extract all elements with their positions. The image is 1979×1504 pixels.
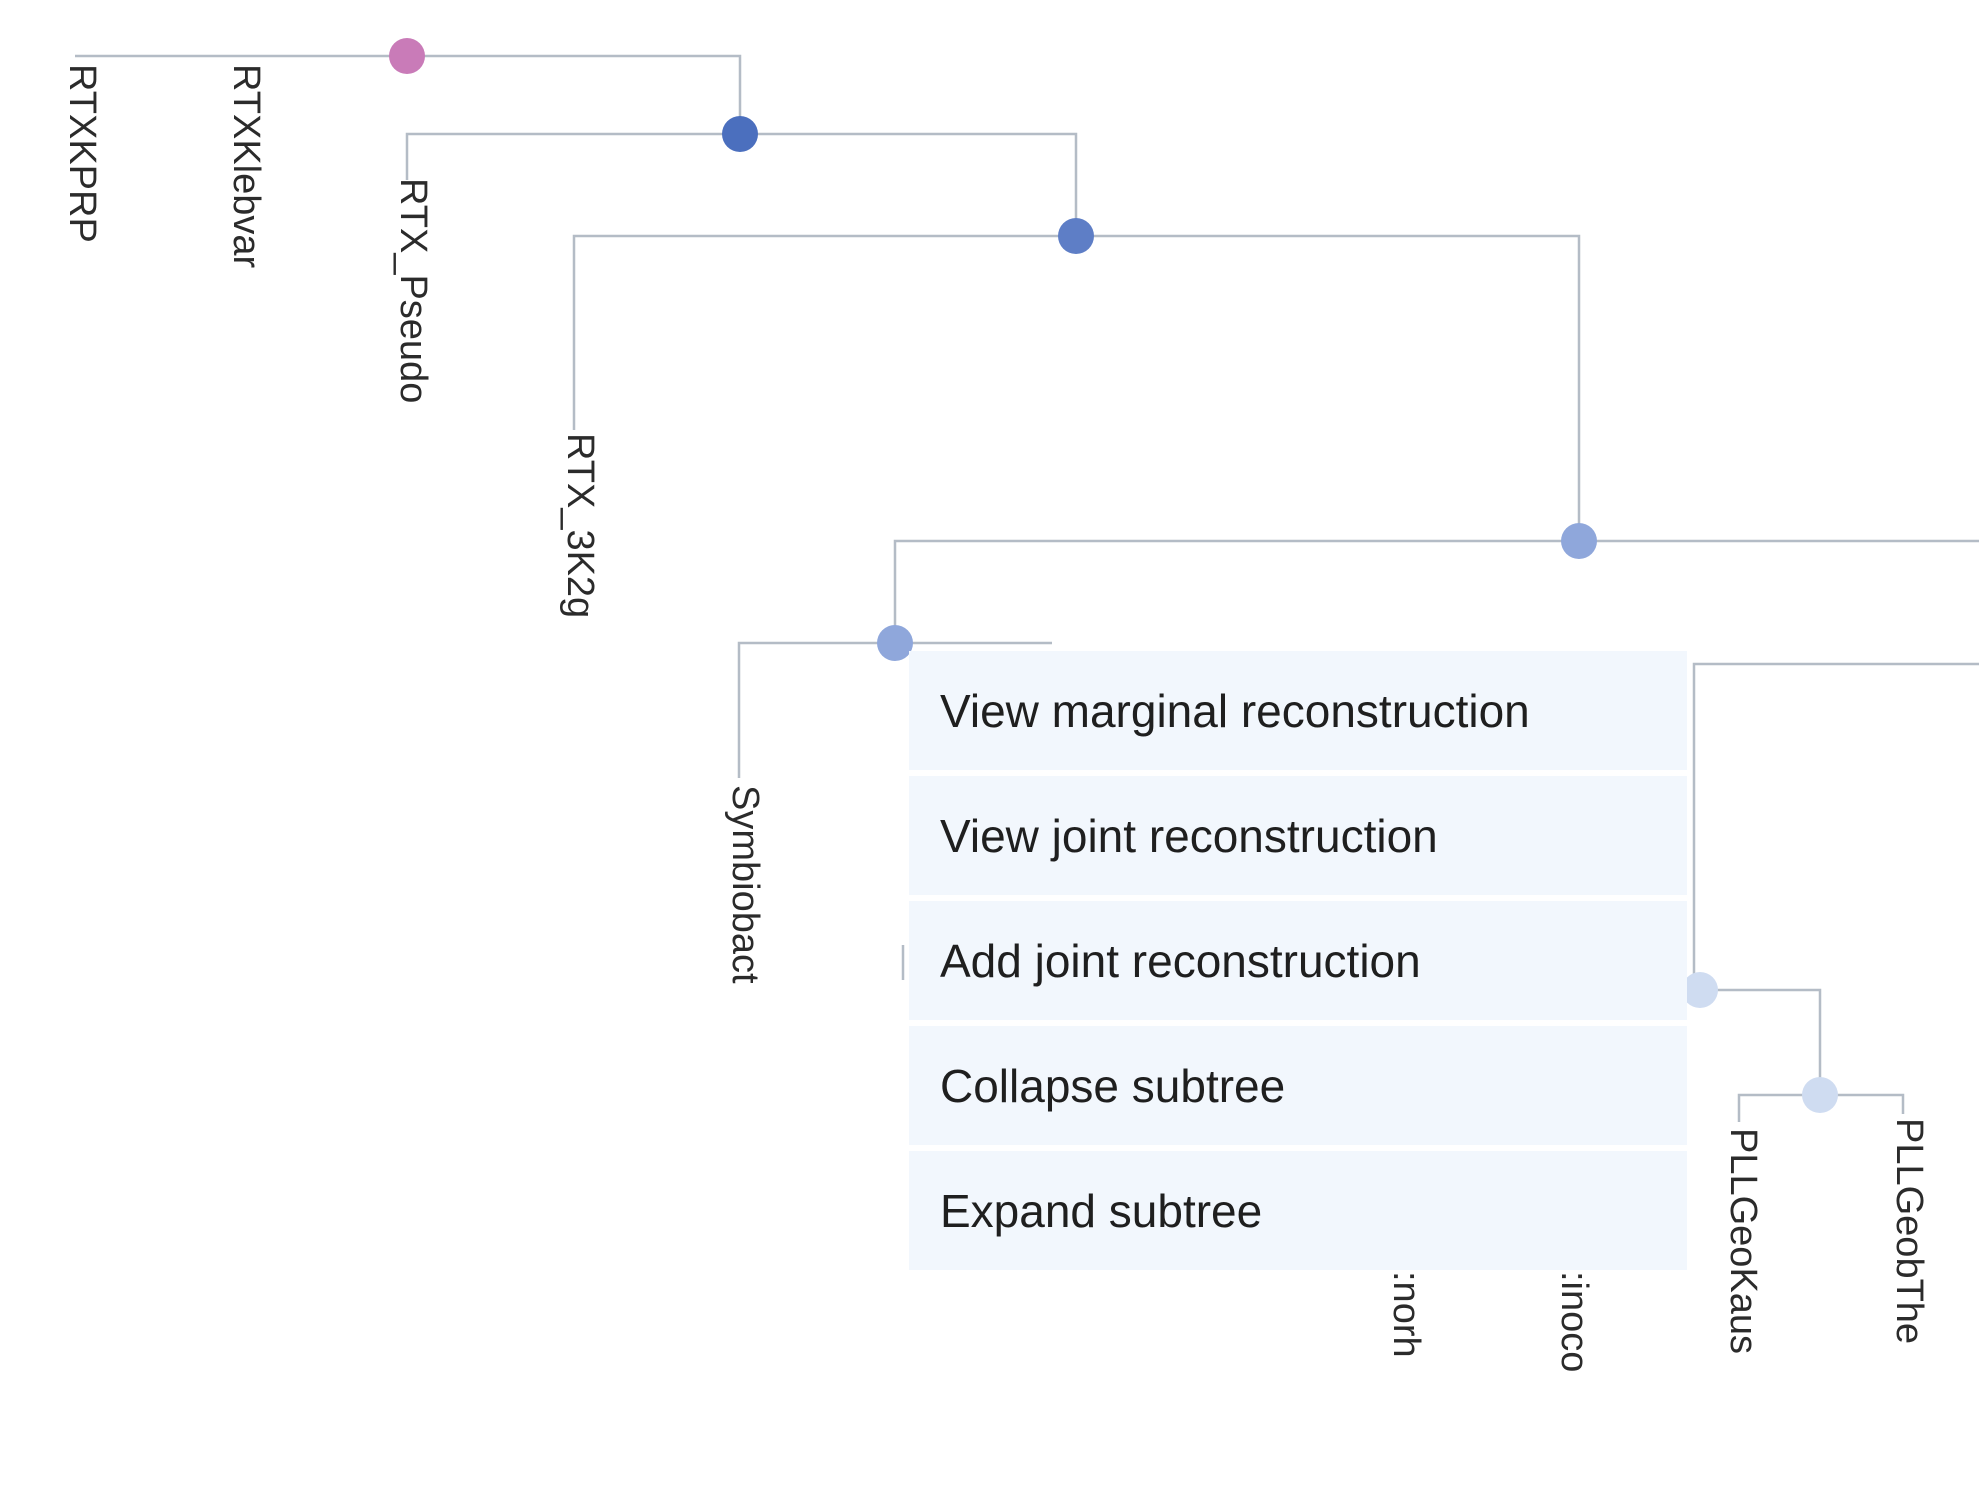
tree-node-7[interactable] xyxy=(1682,972,1718,1008)
leaf-label-symbiobact: Symbiobact xyxy=(724,785,766,984)
menu-item-expand-subtree[interactable]: Expand subtree xyxy=(909,1151,1687,1270)
menu-item-view-joint-reconstruction[interactable]: View joint reconstruction xyxy=(909,776,1687,895)
node-context-menu: View marginal reconstruction View joint … xyxy=(909,651,1687,1270)
tree-node-4[interactable] xyxy=(1561,523,1597,559)
tree-node-5[interactable] xyxy=(877,625,913,661)
leaf-label-pllgeobthe: PLLGeobThe xyxy=(1888,1118,1930,1344)
tree-nodes xyxy=(389,38,1838,1113)
tree-node-3[interactable] xyxy=(1058,218,1094,254)
tree-node-root[interactable] xyxy=(389,38,425,74)
branch-node-5 xyxy=(737,641,1052,778)
leaf-label-rtx-pseudo: RTX_Pseudo xyxy=(392,178,434,403)
branch-root xyxy=(75,54,742,134)
tree-node-8[interactable] xyxy=(1802,1077,1838,1113)
leaf-label-rtx-3k2g: RTX_3K2g xyxy=(559,433,601,618)
leaf-labels: RTXKPRP RTXKlebvar RTX_Pseudo RTX_3K2g S… xyxy=(61,64,1930,1372)
menu-item-collapse-subtree[interactable]: Collapse subtree xyxy=(909,1026,1687,1145)
leaf-label-partial-2: :inoco xyxy=(1553,1271,1595,1372)
leaf-label-rtxklebvar: RTXKlebvar xyxy=(225,64,267,269)
leaf-label-pllgeokaus: PLLGeoKaus xyxy=(1722,1128,1764,1354)
leaf-label-partial-1: :norh xyxy=(1385,1271,1427,1358)
tree-node-2[interactable] xyxy=(722,116,758,152)
leaf-label-rtxkprp: RTXKPRP xyxy=(61,64,103,243)
menu-item-view-marginal-reconstruction[interactable]: View marginal reconstruction xyxy=(909,651,1687,770)
branch-node-3 xyxy=(572,234,1581,541)
menu-item-add-joint-reconstruction[interactable]: Add joint reconstruction xyxy=(909,901,1687,1020)
branch-right-subtree xyxy=(1692,662,1979,990)
branch-node-7 xyxy=(1694,988,1822,1095)
branch-node-4 xyxy=(893,539,1979,643)
